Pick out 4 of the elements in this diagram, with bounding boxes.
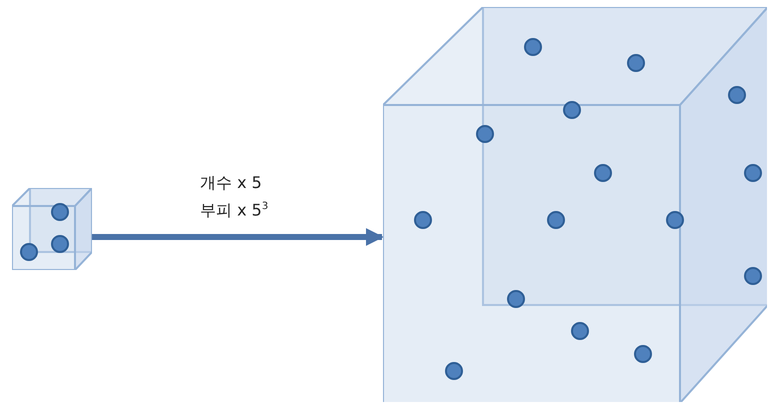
edge-label: 개수 x 5 부피 x 5$^{3}$ (200, 172, 270, 222)
cube-drawing (12, 188, 92, 270)
arrow (92, 228, 384, 246)
cube-drawing (383, 7, 767, 402)
